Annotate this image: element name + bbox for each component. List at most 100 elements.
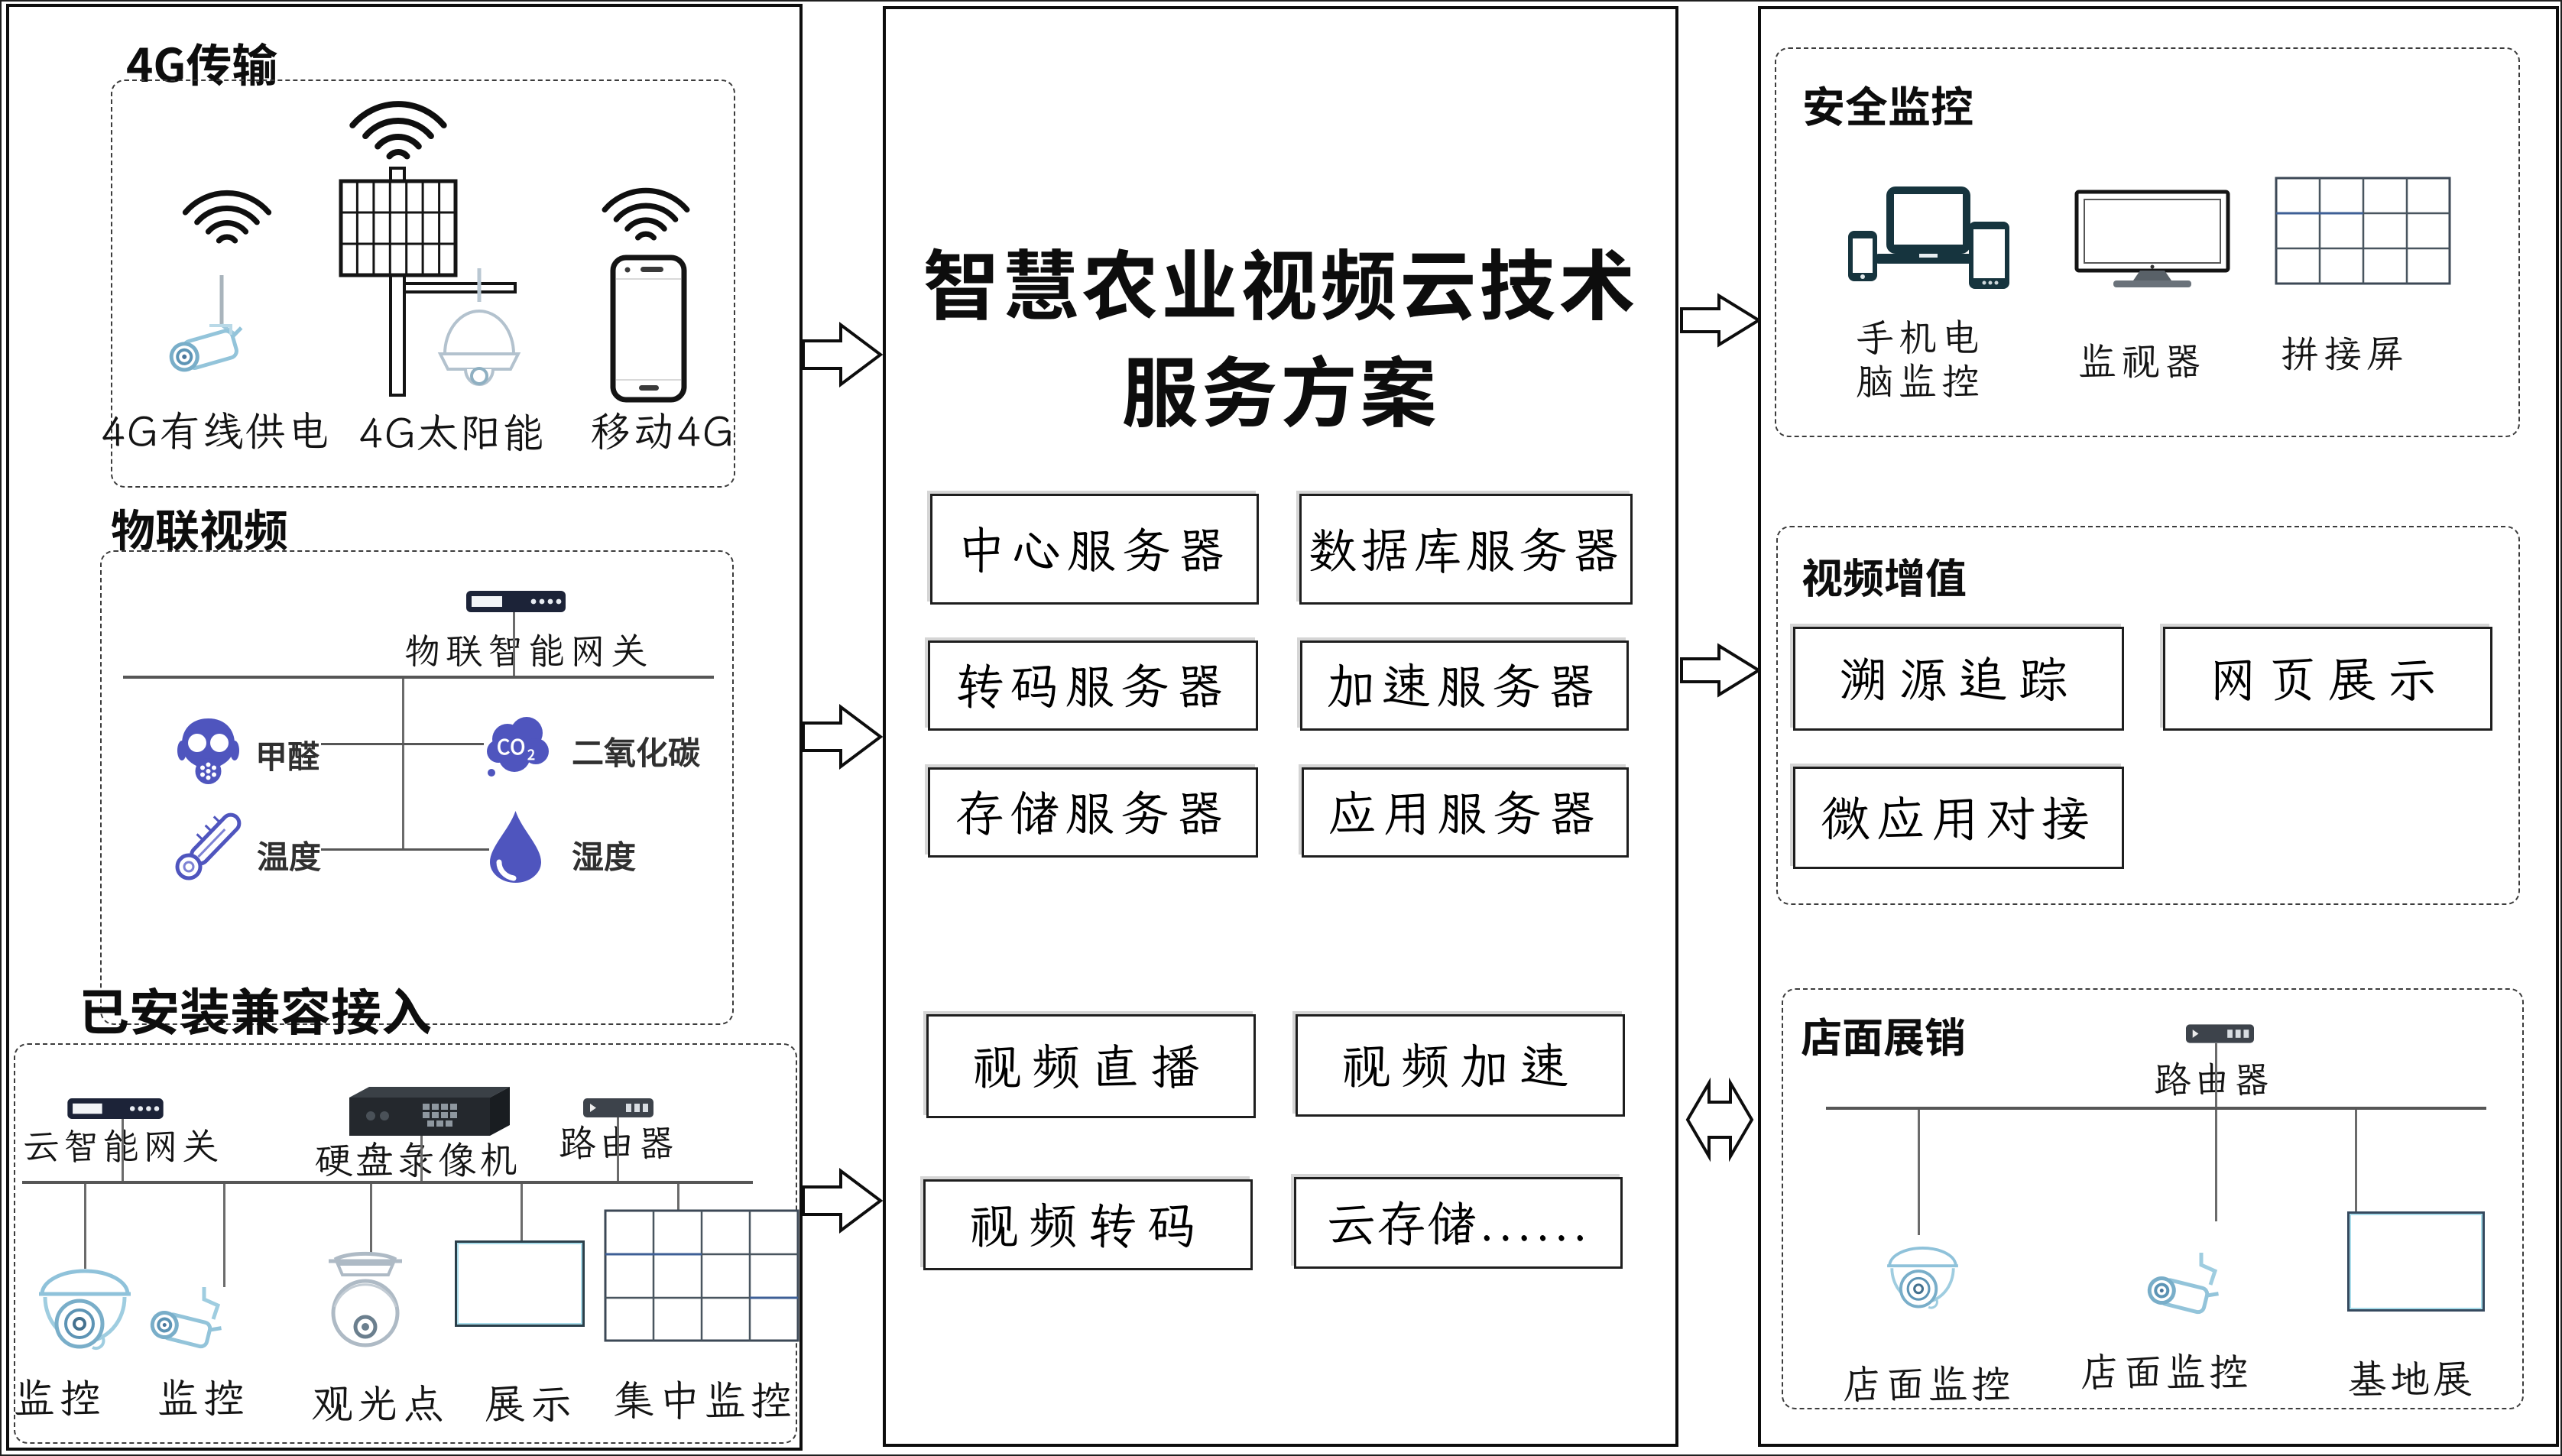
drop-line	[1918, 1110, 1920, 1235]
drop-line	[84, 1184, 86, 1269]
store-item-label: 店面监控	[2080, 1344, 2252, 1397]
arrow-left-to-center	[802, 322, 884, 388]
dome-camera-icon	[39, 1269, 131, 1351]
cloud-gateway-icon	[67, 1098, 164, 1119]
service-box: 视频转码	[923, 1179, 1253, 1270]
endpoint-label: 展示	[485, 1376, 576, 1430]
security-item-label: 拼接屏	[2281, 328, 2409, 378]
installed-bus-line	[22, 1181, 753, 1184]
device-label: 硬盘录像机	[314, 1134, 521, 1185]
drop-line	[677, 1184, 679, 1211]
bullet-camera-icon	[2147, 1253, 2219, 1315]
display-screen-icon	[455, 1240, 585, 1327]
label-line: 手机电	[1856, 312, 1984, 362]
security-item-label: 手机电脑监控	[1856, 316, 1984, 403]
store-router-label: 路由器	[2153, 1054, 2274, 1103]
co2-cloud-icon: CO 2	[487, 717, 549, 777]
item-label: 4G有线供电	[100, 404, 331, 458]
iot-connector-line	[321, 848, 489, 851]
4g-section-box	[111, 79, 735, 488]
endpoint-label: 监控	[14, 1370, 105, 1425]
endpoint-label: 观光点	[311, 1376, 449, 1430]
solar-panel-camera-icon	[339, 167, 521, 397]
service-box: 视频加速	[1296, 1014, 1625, 1117]
display-screen-icon	[2347, 1211, 2485, 1312]
dvr-icon	[349, 1087, 510, 1136]
arrow-center-to-right	[1680, 293, 1762, 348]
drop-line	[617, 1117, 619, 1181]
drop-line	[420, 1136, 423, 1181]
water-drop-icon	[490, 811, 541, 883]
value-box: 微应用对接	[1793, 767, 2124, 869]
store-item-label: 基地展	[2346, 1351, 2476, 1404]
server-box: 应用服务器	[1302, 767, 1629, 858]
main-title-line1: 智慧农业视频云技术	[923, 225, 1639, 336]
iot-spine-line	[402, 679, 404, 851]
gateway-drop-line	[513, 612, 515, 676]
item-label: 移动4G	[590, 404, 735, 458]
arrow-double-headed	[1685, 1077, 1754, 1163]
svg-text:CO: CO	[497, 731, 525, 760]
smartphone-icon	[610, 255, 687, 403]
server-box: 转码服务器	[928, 640, 1258, 731]
store-item-label: 店面监控	[1842, 1357, 2015, 1409]
server-box: 中心服务器	[930, 494, 1259, 605]
iot-gateway-icon	[466, 591, 566, 612]
wifi-icon	[182, 190, 272, 244]
iot-bus-line	[123, 676, 714, 679]
endpoint-label: 集中监控	[613, 1373, 796, 1427]
drop-line	[2215, 1043, 2217, 1107]
arrow-left-to-center	[802, 1168, 884, 1234]
main-title-line2: 服务方案	[1121, 332, 1440, 443]
iot-section-box	[100, 550, 734, 1025]
bullet-camera-icon	[150, 1287, 222, 1349]
monitor-icon	[2074, 190, 2230, 287]
thermometer-icon	[175, 812, 242, 880]
drop-line	[223, 1184, 225, 1287]
section-title-iot: 物联视频	[111, 495, 289, 559]
section-title-installed: 已安装兼容接入	[79, 972, 432, 1046]
item-label: 4G太阳能	[358, 405, 546, 459]
device-label: 路由器	[558, 1117, 679, 1166]
wireless-bullet-camera-icon	[169, 275, 243, 372]
svg-text:2: 2	[527, 744, 535, 764]
iot-connector-line	[321, 743, 484, 745]
value-box: 溯源追踪	[1793, 627, 2124, 731]
sensor-label: 甲醛	[255, 731, 320, 778]
video-wall-icon	[604, 1209, 799, 1342]
section-title-value-added: 视频增值	[1802, 545, 1967, 605]
drop-line	[2215, 1110, 2217, 1221]
device-label: 云智能网关	[22, 1120, 222, 1169]
dome-camera-icon	[1887, 1247, 1958, 1309]
gateway-label: 物联智能网关	[404, 625, 653, 674]
value-box: 网页展示	[2163, 627, 2492, 731]
label-line: 脑监控	[1856, 355, 1984, 406]
value-added-section-box	[1776, 526, 2520, 905]
phone-computer-devices-icon	[1848, 186, 2009, 289]
service-box: 视频直播	[926, 1014, 1256, 1118]
service-box: 云存储......	[1294, 1177, 1623, 1269]
security-section-box	[1775, 47, 2520, 437]
server-box: 存储服务器	[928, 767, 1258, 858]
drop-line	[2355, 1110, 2357, 1213]
router-icon	[2186, 1024, 2254, 1043]
drop-line	[521, 1184, 523, 1242]
server-box: 加速服务器	[1300, 640, 1629, 731]
sensor-label: 二氧化碳	[572, 728, 701, 774]
arrow-left-to-center	[802, 704, 884, 770]
wifi-icon	[349, 101, 447, 160]
section-title-security: 安全监控	[1802, 73, 1973, 135]
server-box: 数据库服务器	[1299, 494, 1633, 605]
security-item-label: 监视器	[2078, 336, 2207, 386]
sensor-label: 湿度	[572, 832, 637, 878]
store-section-box	[1782, 988, 2524, 1409]
store-bus-line	[1826, 1107, 2486, 1110]
arrow-center-to-right	[1680, 643, 1762, 698]
drop-line	[370, 1184, 372, 1256]
video-wall-icon	[2275, 177, 2451, 285]
gas-mask-icon	[177, 718, 239, 784]
drop-line	[122, 1119, 124, 1181]
router-icon	[583, 1098, 653, 1117]
